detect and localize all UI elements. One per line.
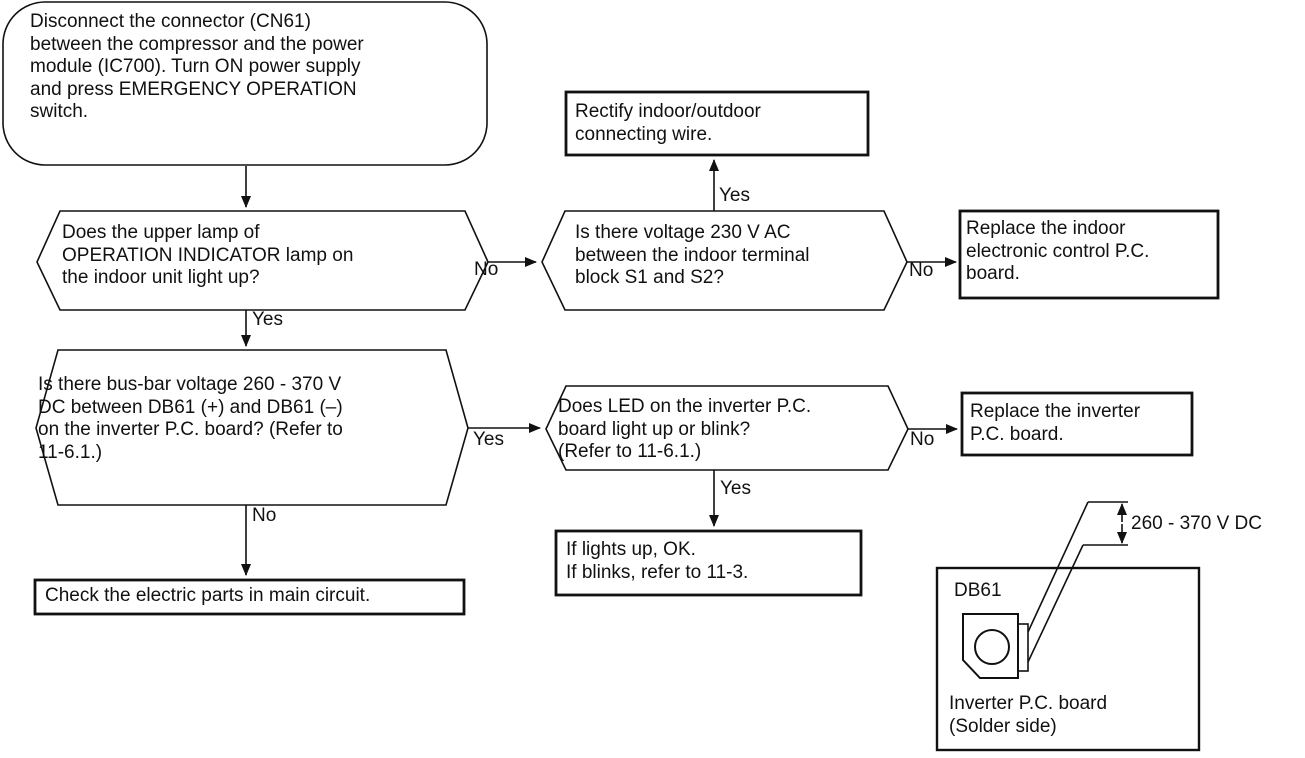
action-check-main-circuit-text: Check the electric parts in main circuit… bbox=[45, 585, 371, 606]
label-no-voltage-ac: No bbox=[909, 260, 934, 281]
action-rectify-wire-text: Rectify indoor/outdoor connecting wire. bbox=[575, 101, 761, 145]
db61-label: DB61 bbox=[954, 580, 1002, 601]
action-replace-inverter-board-text: Replace the inverter P.C. board. bbox=[970, 401, 1141, 445]
decision-led-shape bbox=[545, 385, 909, 471]
check-main-circuit-box-shape bbox=[33, 578, 466, 616]
label-yes-led: Yes bbox=[720, 478, 751, 499]
voltage-range-label: 260 - 370 V DC bbox=[1131, 513, 1262, 534]
decision-voltage-ac-text: Is there voltage 230 V AC between the in… bbox=[575, 222, 810, 288]
led-result-text: If lights up, OK. If blinks, refer to 11… bbox=[566, 539, 749, 583]
replace-indoor-board-box-shape bbox=[958, 209, 1220, 300]
label-yes-rectify: Yes bbox=[719, 185, 750, 206]
db61-lead-upper bbox=[1027, 501, 1089, 633]
action-replace-indoor-board-text: Replace the indoor electronic control P.… bbox=[966, 218, 1150, 284]
inverter-board-outline bbox=[935, 566, 1201, 752]
rectify-wire-box-shape bbox=[564, 90, 870, 157]
decision-led-text: Does LED on the inverter P.C. board ligh… bbox=[558, 396, 812, 462]
inverter-board-caption: Inverter P.C. board (Solder side) bbox=[949, 693, 1108, 737]
start-terminal-shape bbox=[2, 1, 488, 166]
start-instruction-text: Disconnect the connector (CN61) between … bbox=[30, 11, 364, 122]
decision-lamp-shape bbox=[36, 210, 489, 311]
label-yes-lamp: Yes bbox=[252, 309, 283, 330]
decision-busbar-shape bbox=[35, 349, 469, 506]
label-yes-busbar: Yes bbox=[473, 429, 504, 450]
db61-component-body bbox=[962, 613, 1019, 679]
label-no-lamp: No bbox=[474, 259, 499, 280]
db61-pins bbox=[1017, 623, 1029, 672]
label-no-led: No bbox=[910, 429, 935, 450]
db61-component-circle bbox=[974, 629, 1010, 665]
decision-busbar-text: Is there bus-bar voltage 260 - 370 V DC … bbox=[38, 374, 343, 463]
replace-inverter-board-box-shape bbox=[960, 391, 1194, 457]
led-result-box-shape bbox=[554, 529, 863, 597]
db61-lead-lower bbox=[1027, 544, 1084, 663]
decision-voltage-ac-shape bbox=[541, 210, 908, 311]
decision-lamp-text: Does the upper lamp of OPERATION INDICAT… bbox=[62, 222, 354, 288]
label-no-busbar: No bbox=[252, 505, 277, 526]
